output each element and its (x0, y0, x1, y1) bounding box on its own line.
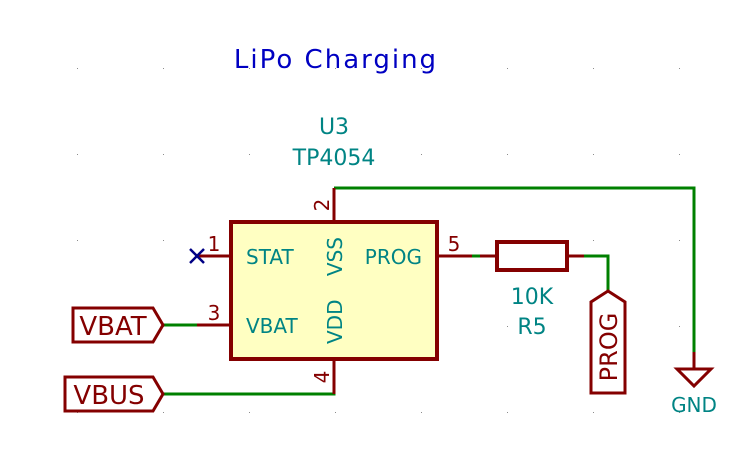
grid-dot (163, 68, 164, 69)
no-connect-icon[interactable] (189, 248, 205, 264)
label-prog-shape (589, 289, 627, 395)
label-vbat-shape (71, 306, 165, 344)
wire-vbus[interactable] (163, 392, 336, 396)
grid-dot (249, 68, 250, 69)
grid-dot (335, 68, 336, 69)
grid-dot (77, 154, 78, 155)
grid-dot (163, 154, 164, 155)
power-gnd[interactable]: GND (671, 352, 717, 417)
grid-dot (77, 240, 78, 241)
grid-dot (679, 68, 680, 69)
pin-2-number: 2 (310, 199, 334, 212)
ic-body[interactable] (229, 220, 439, 361)
grid-dot (507, 326, 508, 327)
grid-dot (593, 154, 594, 155)
resistor-body[interactable] (495, 240, 569, 272)
label-prog[interactable]: PROG (589, 289, 627, 395)
wire-gnd[interactable] (334, 186, 696, 352)
label-vbus-shape (63, 375, 165, 413)
pin-1-number: 1 (208, 232, 221, 256)
grid-dot (163, 240, 164, 241)
grid-dot (679, 154, 680, 155)
pin-3-number: 3 (208, 301, 221, 325)
pin-1-name: STAT (246, 245, 294, 269)
grid-dot (249, 412, 250, 413)
grid-dot (335, 412, 336, 413)
pin-2-name: VSS (323, 237, 347, 276)
ground-icon (673, 367, 715, 389)
resistor-value: 10K (511, 285, 554, 310)
grid-dot (77, 68, 78, 69)
label-vbat[interactable]: VBAT (71, 306, 165, 344)
ic-u3[interactable]: U3 TP4054 1 2 3 4 5 STAT VBAT PROG VSS V… (189, 115, 472, 394)
ic-value: TP4054 (292, 146, 376, 171)
sheet-title[interactable]: LiPo Charging (234, 45, 438, 75)
resistor-r5[interactable]: 10K R5 (480, 240, 584, 340)
grid-dot (593, 412, 594, 413)
grid-dot (335, 154, 336, 155)
grid-dot (507, 68, 508, 69)
pin-5-number: 5 (448, 232, 461, 256)
label-prog-text: PROG (595, 313, 623, 382)
label-vbus-text: VBUS (73, 381, 144, 411)
grid-dot (593, 68, 594, 69)
pin-5-name: PROG (365, 245, 422, 269)
gnd-label: GND (671, 393, 717, 417)
resistor-reference: R5 (517, 315, 546, 340)
grid-dot (593, 240, 594, 241)
wire-prog-out[interactable] (584, 254, 610, 291)
grid-dot (679, 326, 680, 327)
grid-dot (421, 154, 422, 155)
grid-dot (507, 412, 508, 413)
grid-dot (421, 412, 422, 413)
label-vbat-text: VBAT (79, 312, 146, 342)
grid-dot (507, 154, 508, 155)
pin-4-name: VDD (323, 300, 347, 344)
grid-dot (679, 240, 680, 241)
grid-dot (249, 154, 250, 155)
pin-4-number: 4 (310, 371, 334, 384)
label-vbus[interactable]: VBUS (63, 375, 165, 413)
grid-dot (163, 412, 164, 413)
grid-dot (421, 68, 422, 69)
pin-3-name: VBAT (246, 314, 299, 338)
ic-reference: U3 (319, 115, 349, 140)
grid-dot (679, 412, 680, 413)
